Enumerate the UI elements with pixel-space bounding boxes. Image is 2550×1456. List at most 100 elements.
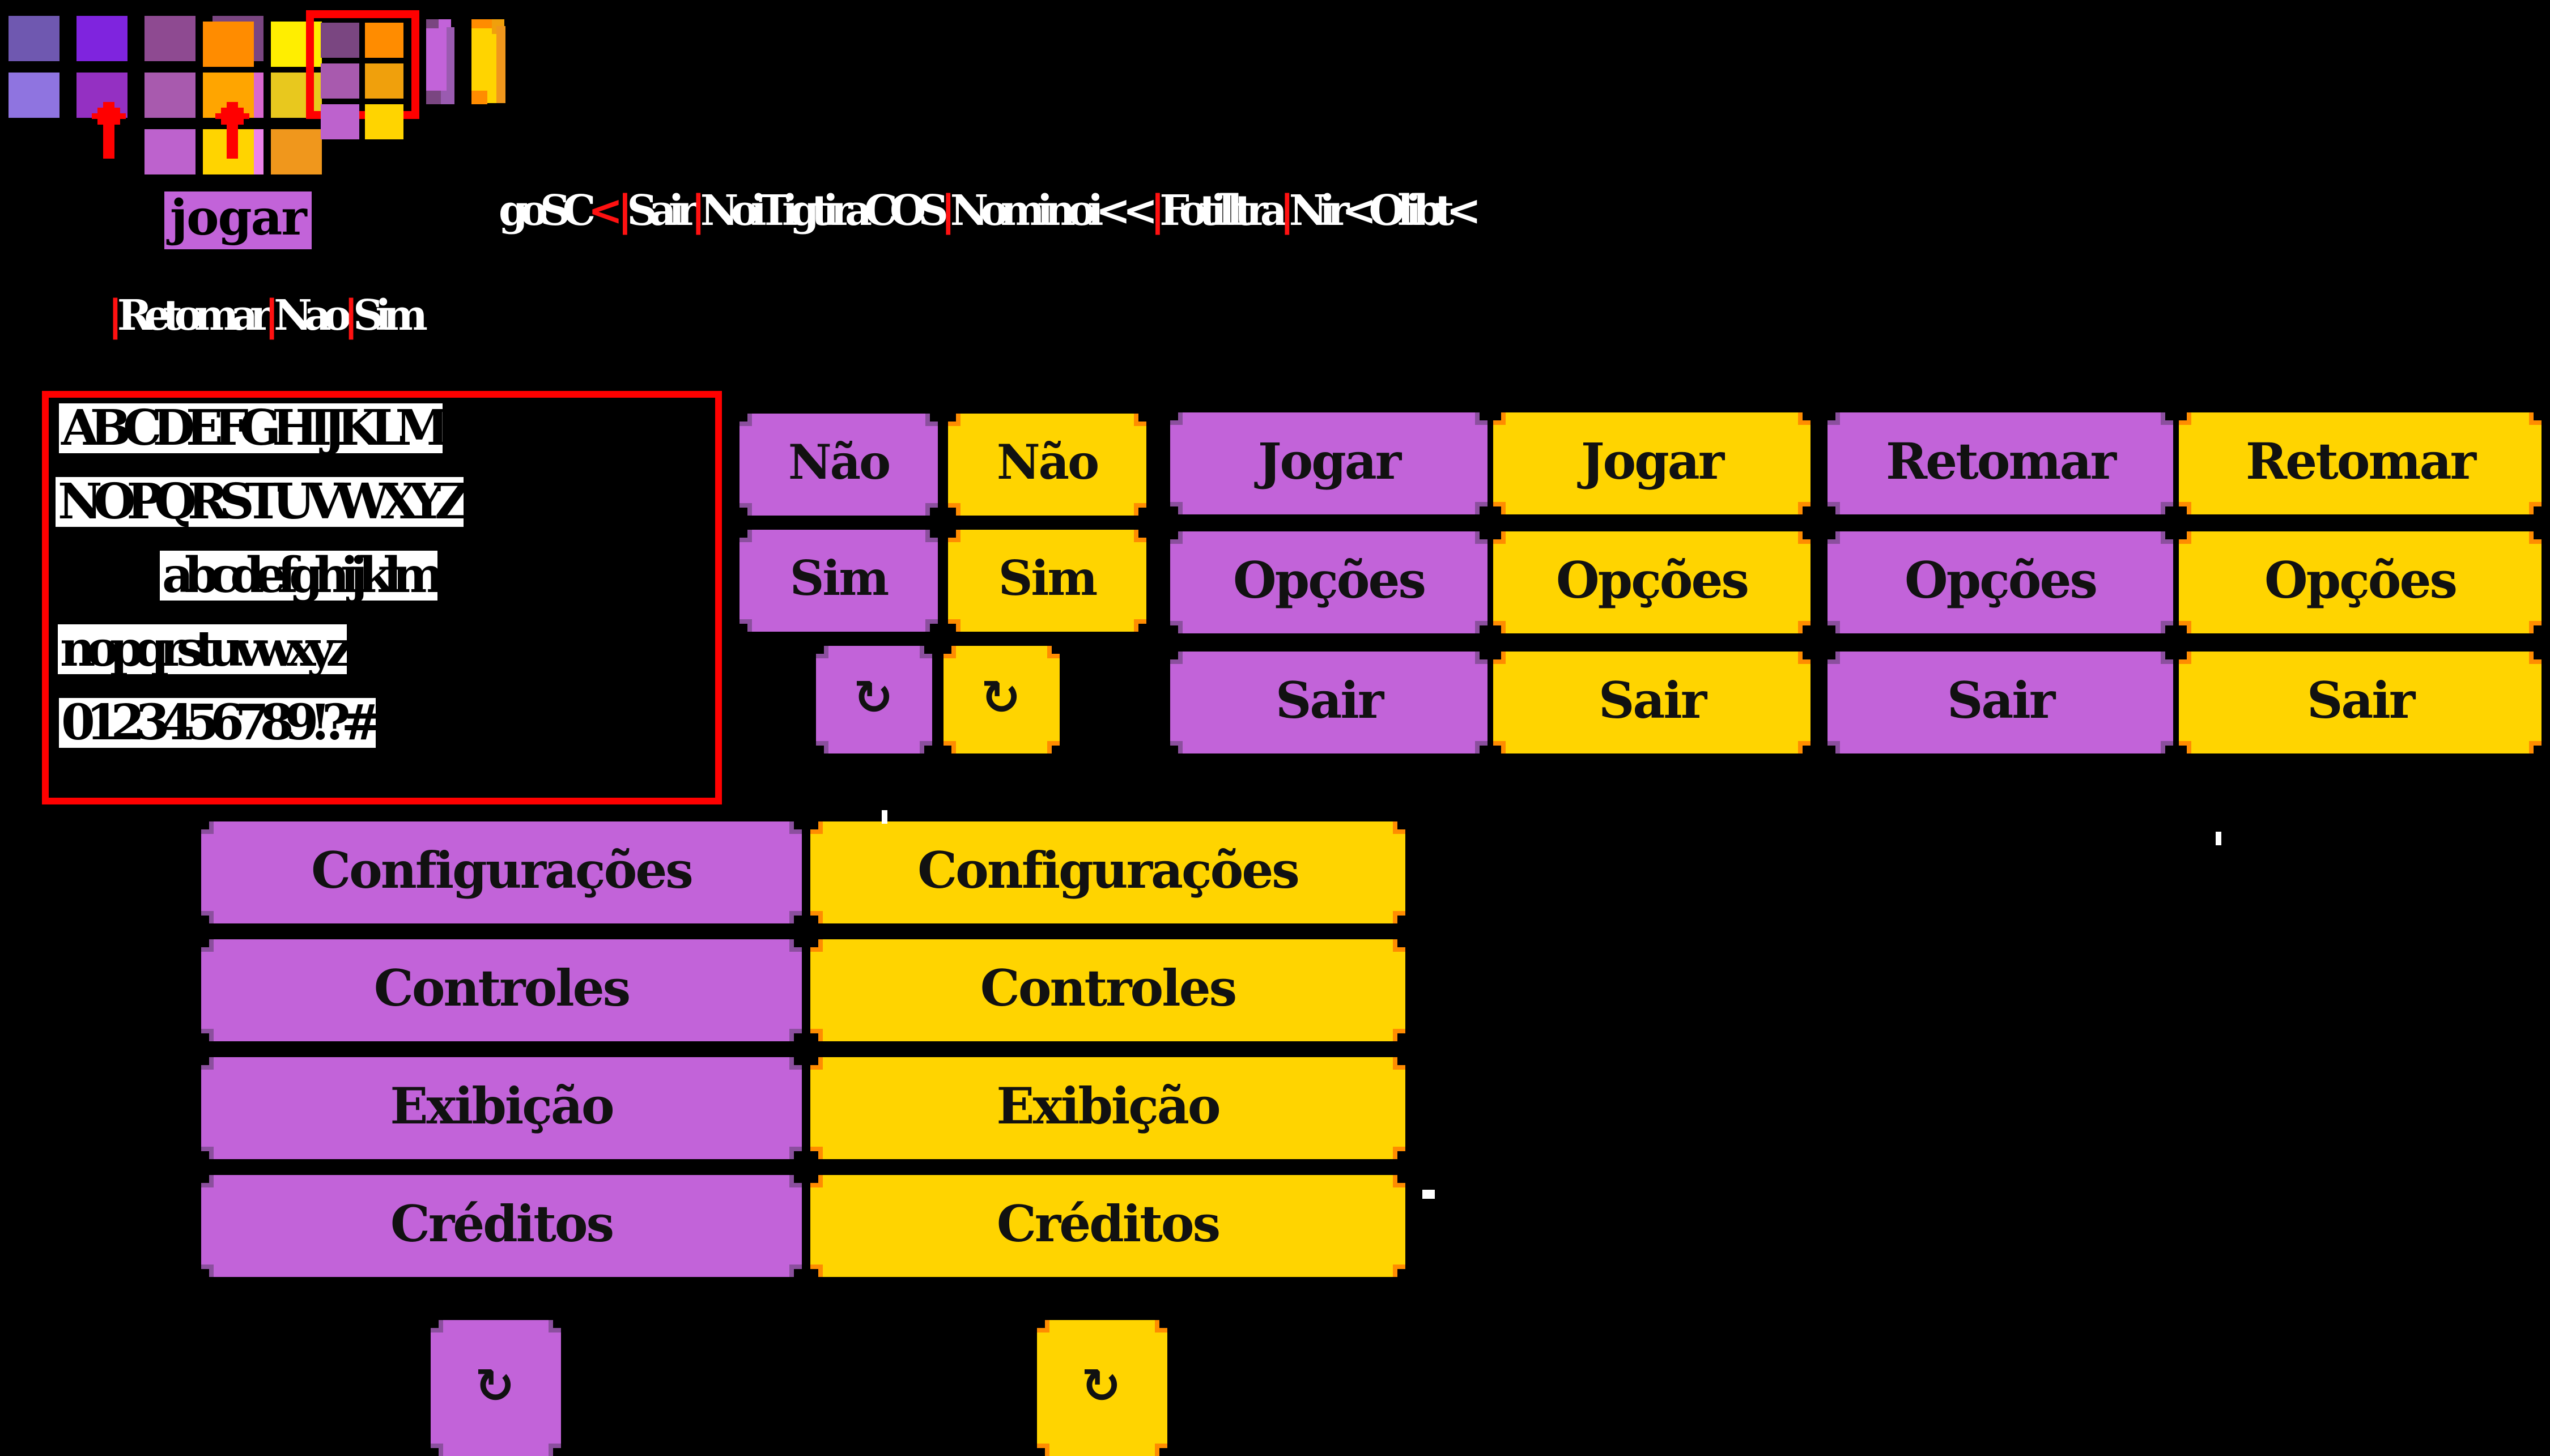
button-label: Não (788, 434, 891, 490)
button-label: Opções (1233, 551, 1426, 610)
button-label: Jogar (1580, 432, 1724, 491)
back-arrow-icon: ↺ (982, 670, 1021, 725)
swatch[interactable] (321, 63, 359, 99)
debug-separator: | (264, 291, 279, 340)
debug-separator: < (588, 186, 623, 235)
back-button-purple-small[interactable]: ↺ (816, 646, 932, 753)
retomar-button-orange[interactable]: Retomar (2179, 412, 2542, 514)
debug-token: Nao (274, 291, 351, 340)
swatch[interactable] (144, 16, 196, 61)
button-label: Exibição (996, 1076, 1221, 1135)
debug-separator: | (940, 186, 956, 235)
font-atlas-line: NOPQRSTUVWXYZ (56, 477, 470, 527)
debug-token: Retomar (117, 291, 272, 340)
back-button-orange-small[interactable]: ↺ (944, 646, 1060, 753)
debug-token: NoiTigtiraCOS (700, 186, 949, 235)
exibicao-button-purple[interactable]: Exibição (201, 1057, 802, 1159)
font-atlas-line: ABCDEFGHIJKLM (59, 403, 449, 453)
swatch[interactable] (365, 23, 403, 58)
opcoes-button-purple-main[interactable]: Opções (1170, 531, 1488, 633)
exibicao-button-orange[interactable]: Exibição (810, 1057, 1405, 1159)
debug-token: Nir<Olibt< (1289, 186, 1481, 235)
debug-token: Sair (627, 186, 698, 235)
creditos-button-orange[interactable]: Créditos (810, 1175, 1405, 1277)
debug-separator: | (1279, 186, 1295, 235)
debug-separator: | (343, 291, 359, 340)
configuracoes-button-purple[interactable]: Configurações (201, 821, 802, 923)
debug-pixel (882, 810, 887, 824)
button-label: Configurações (311, 841, 694, 900)
swatch[interactable] (144, 129, 196, 174)
controles-button-orange[interactable]: Controles (810, 939, 1405, 1041)
button-label: Configurações (917, 841, 1300, 900)
swatch[interactable] (8, 16, 60, 61)
swatch[interactable] (365, 63, 403, 99)
jogar-button-purple[interactable]: Jogar (1170, 412, 1488, 514)
button-label: Controles (373, 959, 631, 1018)
button-label: Retomar (2246, 432, 2476, 491)
back-arrow-icon: ↺ (477, 1358, 515, 1414)
nao-button-purple[interactable]: Não (740, 414, 938, 516)
debug-pixel (1422, 1190, 1435, 1199)
opcoes-button-orange-main[interactable]: Opções (1493, 531, 1810, 633)
debug-token: Sim (353, 291, 428, 340)
button-label: Não (996, 434, 1099, 490)
debug-separator: | (108, 291, 123, 340)
button-label: Opções (1905, 551, 2098, 610)
debug-token: goSC (499, 186, 596, 235)
retomar-button-purple[interactable]: Retomar (1828, 412, 2173, 514)
button-label: Sair (1946, 671, 2055, 730)
sim-button-purple[interactable]: Sim (740, 530, 938, 632)
swatch[interactable] (144, 73, 196, 118)
sair-button-purple-pause[interactable]: Sair (1828, 652, 2173, 753)
font-atlas-line: 0123456789!?# (59, 698, 382, 748)
selection-arrow-icon (92, 102, 126, 159)
selection-arrow-icon (215, 102, 249, 159)
opcoes-button-orange-pause[interactable]: Opções (2179, 531, 2542, 633)
jogar-button-orange[interactable]: Jogar (1493, 412, 1810, 514)
controles-button-purple[interactable]: Controles (201, 939, 802, 1041)
swatch[interactable] (76, 16, 128, 61)
swatch[interactable] (203, 22, 254, 67)
debug-token: Nominoi<< (950, 186, 1158, 235)
debug-separator: | (1150, 186, 1165, 235)
debug-token: Fotilltra (1159, 186, 1287, 235)
button-label: Sim (789, 550, 889, 606)
back-arrow-icon: ↺ (855, 670, 894, 725)
font-atlas[interactable]: ABCDEFGHIJKLM NOPQRSTUVWXYZ abcdefghijkl… (42, 391, 722, 804)
button-label: Opções (1556, 551, 1749, 610)
button-label: Sim (998, 550, 1098, 606)
font-atlas-line: abcdefghijklm (160, 551, 444, 601)
back-button-purple-tall[interactable]: ↺ (431, 1320, 561, 1456)
debug-separator: | (617, 186, 632, 235)
debug-text-row-2: |Retomar|Nao|Sim (108, 291, 428, 340)
configuracoes-button-orange[interactable]: Configurações (810, 821, 1405, 923)
opcoes-button-purple-pause[interactable]: Opções (1828, 531, 2173, 633)
sair-button-orange-main[interactable]: Sair (1493, 652, 1810, 753)
bar-segment (447, 27, 454, 102)
button-label: Retomar (1886, 432, 2116, 491)
button-label: Sair (2306, 671, 2415, 730)
back-arrow-icon: ↺ (1083, 1358, 1121, 1414)
back-button-orange-tall[interactable]: ↺ (1037, 1320, 1167, 1456)
font-atlas-line: nopqrstuvwxyz (58, 624, 354, 674)
debug-pixel (2216, 832, 2221, 845)
bar-segment (441, 91, 454, 104)
creditos-button-purple[interactable]: Créditos (201, 1175, 802, 1277)
sair-button-purple-main[interactable]: Sair (1170, 652, 1488, 753)
bar-segment (426, 91, 442, 104)
nao-button-orange[interactable]: Não (948, 414, 1146, 516)
sair-button-orange-pause[interactable]: Sair (2179, 652, 2542, 753)
debug-separator: | (690, 186, 706, 235)
swatch[interactable] (271, 129, 322, 174)
button-label: Controles (980, 959, 1237, 1018)
button-label: Sair (1598, 671, 1707, 730)
sim-button-orange[interactable]: Sim (948, 530, 1146, 632)
button-label: Créditos (390, 1194, 614, 1253)
swatch[interactable] (8, 73, 60, 118)
swatch[interactable] (365, 104, 403, 139)
debug-text-row-1: goSC<|Sair|NoiTigtiraCOS|Nominoi<<|Fotil… (499, 186, 1481, 235)
swatch[interactable] (321, 23, 359, 58)
button-label: Opções (2264, 551, 2458, 610)
swatch[interactable] (321, 104, 359, 139)
